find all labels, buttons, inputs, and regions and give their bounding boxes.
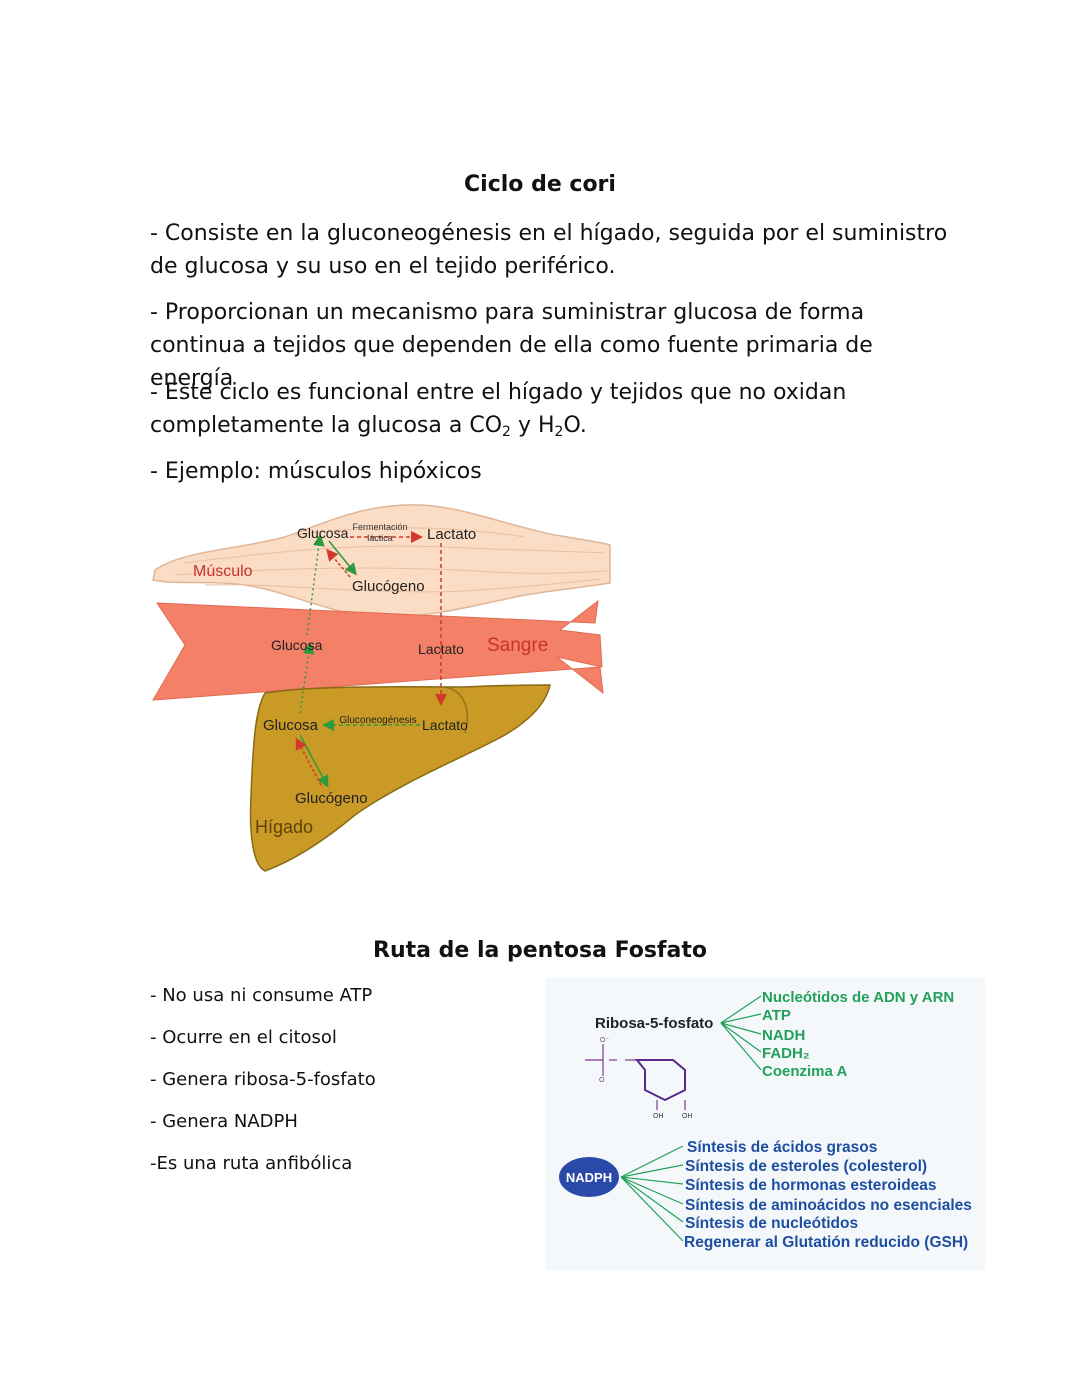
sangre-label: Sangre [487, 635, 548, 656]
paragraph-2: - Proporcionan un mecanismo para suminis… [150, 300, 873, 391]
nadph-product-6: Regenerar al Glutatión reducido (GSH) [684, 1234, 968, 1251]
glucogeno-muscle-label: Glucógeno [352, 578, 425, 595]
svg-text:OH: OH [682, 1113, 693, 1120]
musculo-label: Músculo [193, 563, 253, 580]
paragraph-3-text-b: y H [510, 413, 555, 438]
paragraph-3-text-a: - Este ciclo es funcional entre el hígad… [150, 380, 847, 438]
nadph-ellipse [559, 1157, 619, 1197]
ribose-product-3: NADH [762, 1027, 805, 1044]
liver-shape [249, 684, 551, 872]
svg-text:OH: OH [653, 1113, 664, 1120]
glucosa-liver-label: Glucosa [263, 717, 319, 734]
ribose-product-2: ATP [762, 1007, 791, 1024]
pentose-item-5: -Es una ruta anfibólica [150, 1153, 353, 1174]
nadph-product-3: Síntesis de hormonas esteroideas [685, 1177, 937, 1194]
glucogeno-liver-label: Glucógeno [295, 790, 368, 807]
nadph-product-4: Síntesis de aminoácidos no esenciales [685, 1197, 972, 1214]
ribose-label: Ribosa-5-fosfato [595, 1015, 713, 1032]
svg-text:O⁻: O⁻ [600, 1037, 609, 1044]
lactato-blood-label: Lactato [418, 641, 464, 657]
co2-subscript: 2 [502, 424, 511, 440]
h2o-subscript: 2 [554, 424, 564, 440]
paragraph-4: - Ejemplo: músculos hipóxicos [150, 459, 482, 484]
ribose-product-5: Coenzima A [762, 1063, 847, 1080]
cori-title: Ciclo de cori [464, 172, 616, 197]
paragraph-1: - Consiste en la gluconeogénesis en el h… [150, 221, 948, 279]
pentose-products-diagram: Ribosa-5-fosfato Nucleótidos de ADN y AR… [545, 978, 985, 1270]
ribose-product-1: Nucleótidos de ADN y ARN [762, 989, 954, 1006]
cori-cycle-diagram: Glucosa Fermentación láctica Lactato Mús… [152, 504, 611, 872]
lactica-label: láctica [367, 533, 393, 543]
glucosa-muscle-label: Glucosa [297, 525, 349, 541]
ribose-product-4: FADH₂ [762, 1045, 810, 1062]
pentose-item-2: - Ocurre en el citosol [150, 1027, 337, 1048]
pentose-item-3: - Genera ribosa-5-fosfato [150, 1069, 376, 1090]
nadph-product-5: Síntesis de nucleótidos [685, 1215, 858, 1232]
gluconeogenesis-label: Gluconeogénesis [339, 715, 416, 726]
pentose-item-4: - Genera NADPH [150, 1111, 298, 1132]
lactato-liver-label: Lactato [422, 717, 468, 733]
blood-vessel-shape [152, 599, 604, 701]
pentose-title: Ruta de la pentosa Fosfato [373, 938, 707, 963]
lactato-muscle-label: Lactato [427, 526, 476, 543]
pentose-item-1: - No usa ni consume ATP [150, 985, 373, 1006]
paragraph-3-text-c: O. [563, 413, 587, 438]
ribose-structure-icon [585, 1044, 686, 1110]
svg-text:O: O [599, 1077, 605, 1084]
nadph-product-2: Síntesis de esteroles (colesterol) [685, 1158, 927, 1175]
paragraph-3: - Este ciclo es funcional entre el hígad… [150, 376, 950, 442]
fermentacion-label: Fermentación [352, 522, 407, 532]
glucosa-blood-label: Glucosa [271, 637, 323, 653]
nadph-label: NADPH [566, 1170, 612, 1185]
higado-label: Hígado [255, 817, 313, 837]
nadph-product-1: Síntesis de ácidos grasos [687, 1139, 877, 1156]
